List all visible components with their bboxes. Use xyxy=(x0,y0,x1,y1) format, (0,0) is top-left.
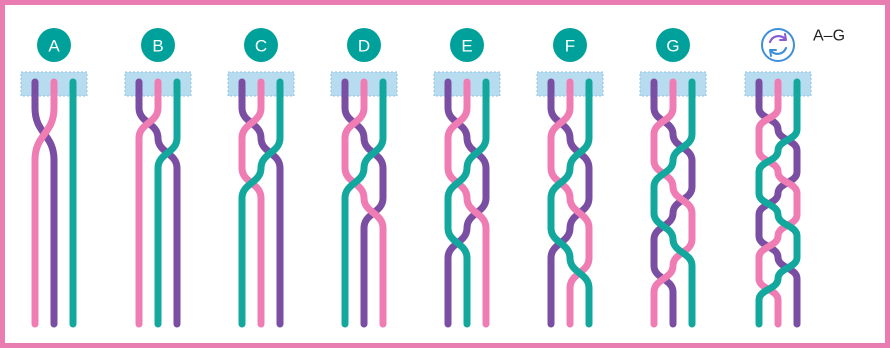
step-badge: C xyxy=(244,28,278,62)
step-badge: A xyxy=(37,28,71,62)
repeat-range-label: A–G xyxy=(813,28,845,45)
braid-step-c: C xyxy=(228,28,294,324)
step-label: B xyxy=(152,37,163,56)
step-label: D xyxy=(358,37,370,56)
braid-step-b: B xyxy=(125,28,191,324)
braid-step-f: F xyxy=(537,28,603,324)
step-label: C xyxy=(255,37,267,56)
braid-step-g: G xyxy=(640,28,706,324)
step-label: G xyxy=(666,37,679,56)
step-badge: B xyxy=(141,28,175,62)
braid-step-a: A xyxy=(21,28,87,324)
step-badge: F xyxy=(553,28,587,62)
cycle-arrows-icon xyxy=(762,29,794,61)
step-label: F xyxy=(565,37,575,56)
braid-step-e: E xyxy=(434,28,500,324)
step-badge: G xyxy=(656,28,690,62)
step-label: E xyxy=(461,37,472,56)
step-label: A xyxy=(48,37,60,56)
step-badge: D xyxy=(347,28,381,62)
braid-step-d: D xyxy=(331,28,397,324)
braid-step-repeat: A–G xyxy=(745,28,845,325)
step-badge: E xyxy=(450,28,484,62)
